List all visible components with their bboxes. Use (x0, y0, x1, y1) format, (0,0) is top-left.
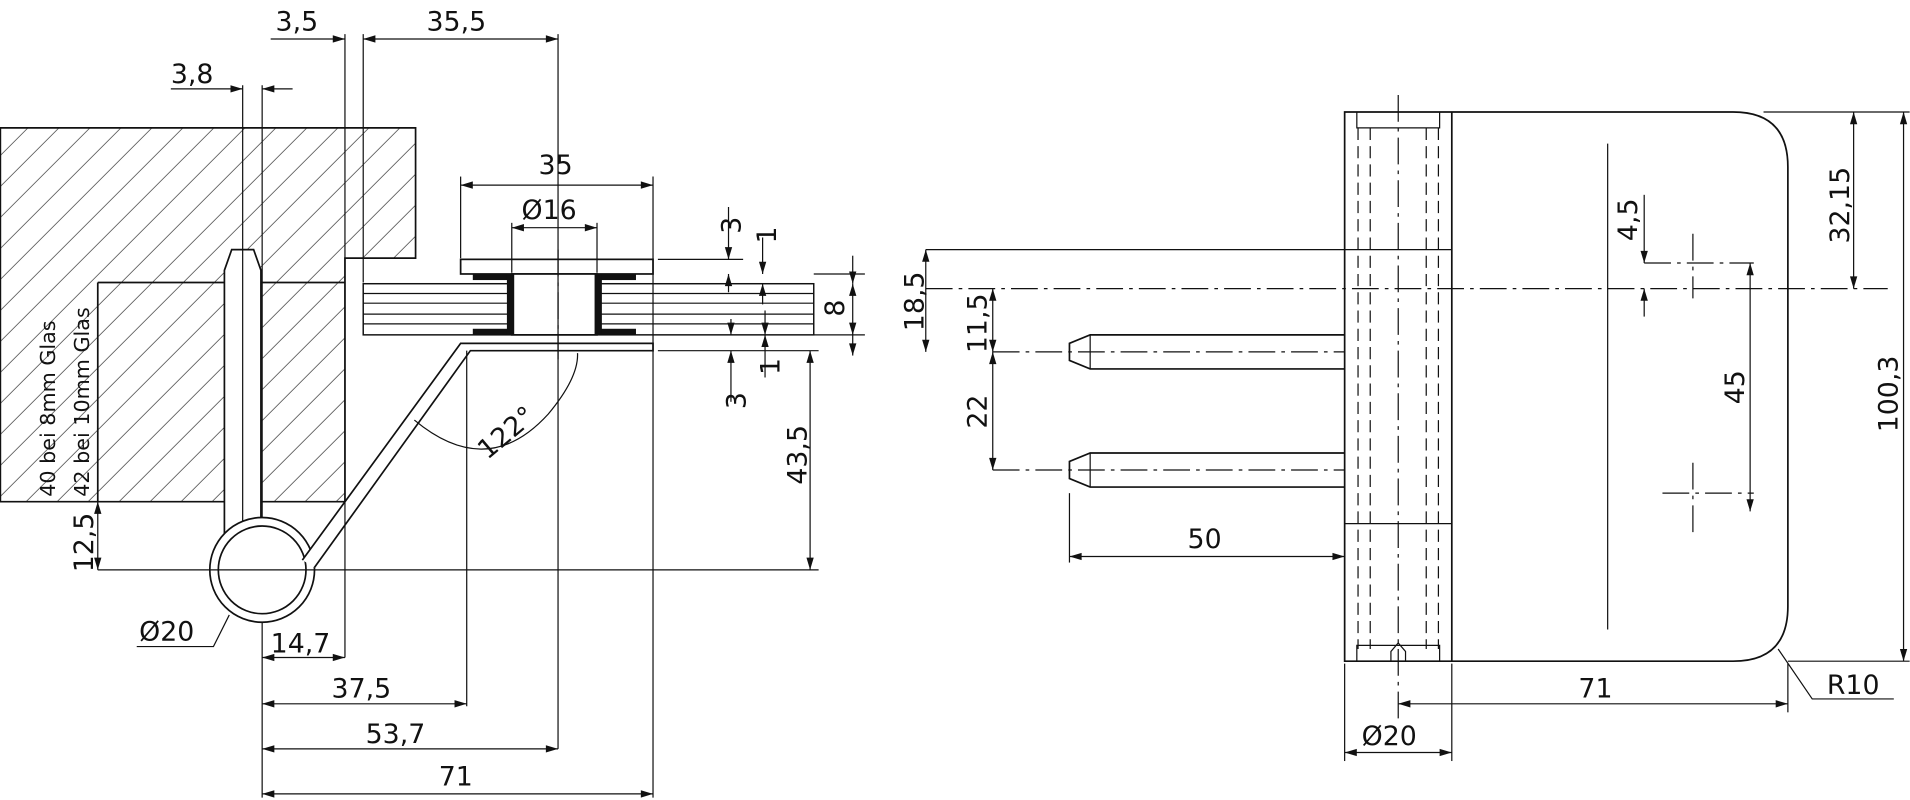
dimension-arrowhead (94, 501, 102, 514)
dimension-arrowhead (849, 322, 857, 335)
dimension-arrowhead (1640, 250, 1648, 264)
dim-100-3: 100,3 (1873, 356, 1904, 433)
dimension-arrowhead (989, 288, 997, 301)
dim-71-right: 71 (1578, 674, 1612, 705)
dimension-arrowhead (758, 283, 767, 296)
dimension-arrowhead (1849, 276, 1858, 289)
dimension-arrowhead (1899, 649, 1908, 662)
dim-71-left: 71 (439, 761, 473, 792)
dimension-arrowhead (849, 271, 857, 284)
dim-3-8: 3,8 (171, 59, 214, 90)
dimension-arrowhead (727, 350, 735, 363)
dimension-arrowhead (1746, 499, 1754, 512)
dimension-arrowhead (454, 700, 467, 708)
dimension-arrowhead (1775, 700, 1788, 708)
dim-14-7: 14,7 (271, 629, 331, 660)
dimension-arrowhead (989, 351, 997, 365)
dim-3-top: 3 (717, 217, 748, 234)
dimension-arrowhead (989, 457, 997, 471)
dimension-arrowhead (727, 322, 735, 335)
dimension-arrowhead (806, 350, 814, 363)
hinge-arm (301, 342, 654, 568)
dimension-arrowhead (262, 745, 275, 753)
dim-3-bot: 3 (722, 392, 753, 409)
dim-1-bot: 1 (756, 358, 787, 375)
dimension-arrowhead (1069, 552, 1082, 561)
note-42-bei-10mm-glas: 42 bei 10mm Glas (70, 307, 94, 497)
hinge-leaf-outline (1343, 111, 1789, 663)
dimension-arrowhead (849, 343, 857, 356)
dimension-arrowhead (262, 653, 275, 662)
dim-35-5: 35,5 (427, 6, 487, 37)
left-view: 3,5 35,5 3,8 35 Ø16 3 1 8 1 3 43,5 122° … (0, 6, 1908, 798)
dimension-arrowhead (230, 85, 243, 93)
dimension-arrowhead (640, 181, 654, 189)
dimension-arrowhead (1849, 112, 1858, 125)
dimension-arrowhead (1398, 700, 1411, 708)
clamp-bushing (510, 273, 598, 336)
dim-43-5: 43,5 (782, 425, 813, 485)
dimension-arrowhead (758, 261, 767, 274)
dim-12-5: 12,5 (69, 513, 100, 573)
dim-r10: R10 (1827, 670, 1880, 701)
dimension-arrowhead (806, 557, 814, 570)
dim-4-5: 4,5 (1613, 199, 1644, 242)
dimension-arrowhead (849, 283, 857, 296)
dim-53-7: 53,7 (366, 719, 426, 750)
dimension-lines (94, 35, 1908, 798)
dimension-arrowhead (724, 247, 733, 260)
dimension-arrowhead (1899, 112, 1908, 125)
dim-50: 50 (1188, 524, 1222, 555)
dim-37-5: 37,5 (332, 674, 392, 705)
dimension-arrowhead (1332, 552, 1345, 561)
dimension-arrowhead (262, 700, 275, 708)
dimension-arrowhead (1439, 748, 1452, 757)
dimension-arrowhead (922, 339, 930, 352)
note-40-bei-8mm-glas: 40 bei 8mm Glas (36, 320, 60, 496)
dim-32-15: 32,15 (1825, 167, 1856, 244)
dimension-arrowhead (989, 339, 997, 352)
dim-8: 8 (820, 300, 851, 317)
dim-35: 35 (539, 150, 573, 181)
dimension-arrowhead (262, 790, 275, 798)
dimension-arrowhead (545, 745, 559, 753)
dimension-arrowhead (1344, 748, 1357, 757)
dimension-arrowhead (922, 249, 930, 262)
dimension-arrowhead (332, 653, 345, 662)
dimension-arrowhead (640, 790, 654, 798)
dimension-arrowhead (724, 273, 733, 287)
dim-3-5: 3,5 (276, 6, 319, 37)
dimension-arrowhead (363, 35, 376, 43)
dimension-arrowhead (94, 557, 102, 570)
right-view: 18,5 11,5 22 50 4,5 45 32,15 100,3 71 Ø2… (899, 94, 1910, 762)
dim-d20: Ø20 (139, 616, 194, 647)
dimension-arrowhead (545, 35, 559, 43)
dimension-arrowhead (460, 181, 473, 189)
dimension-arrowhead (1640, 288, 1648, 301)
gaskets (472, 273, 636, 335)
clamp-plate-top (459, 258, 654, 275)
dimension-arrowhead (761, 322, 769, 335)
dim-1-top: 1 (752, 226, 783, 243)
dimension-arrowhead (511, 224, 524, 232)
dimension-arrowhead (761, 334, 769, 348)
dim-d20-right: Ø20 (1362, 721, 1417, 752)
dim-18-5: 18,5 (899, 272, 930, 332)
dim-11-5: 11,5 (963, 294, 994, 354)
dimension-arrowhead (262, 85, 275, 93)
dim-d16: Ø16 (522, 195, 577, 226)
dimension-arrowhead (1746, 263, 1754, 276)
wall-section-hatched (0, 127, 417, 503)
dim-122-deg: 122° (472, 400, 541, 465)
dimension-arrowhead (584, 224, 598, 232)
dim-45: 45 (1720, 370, 1751, 404)
dimension-arrowhead (332, 35, 345, 43)
dim-22: 22 (963, 395, 994, 429)
